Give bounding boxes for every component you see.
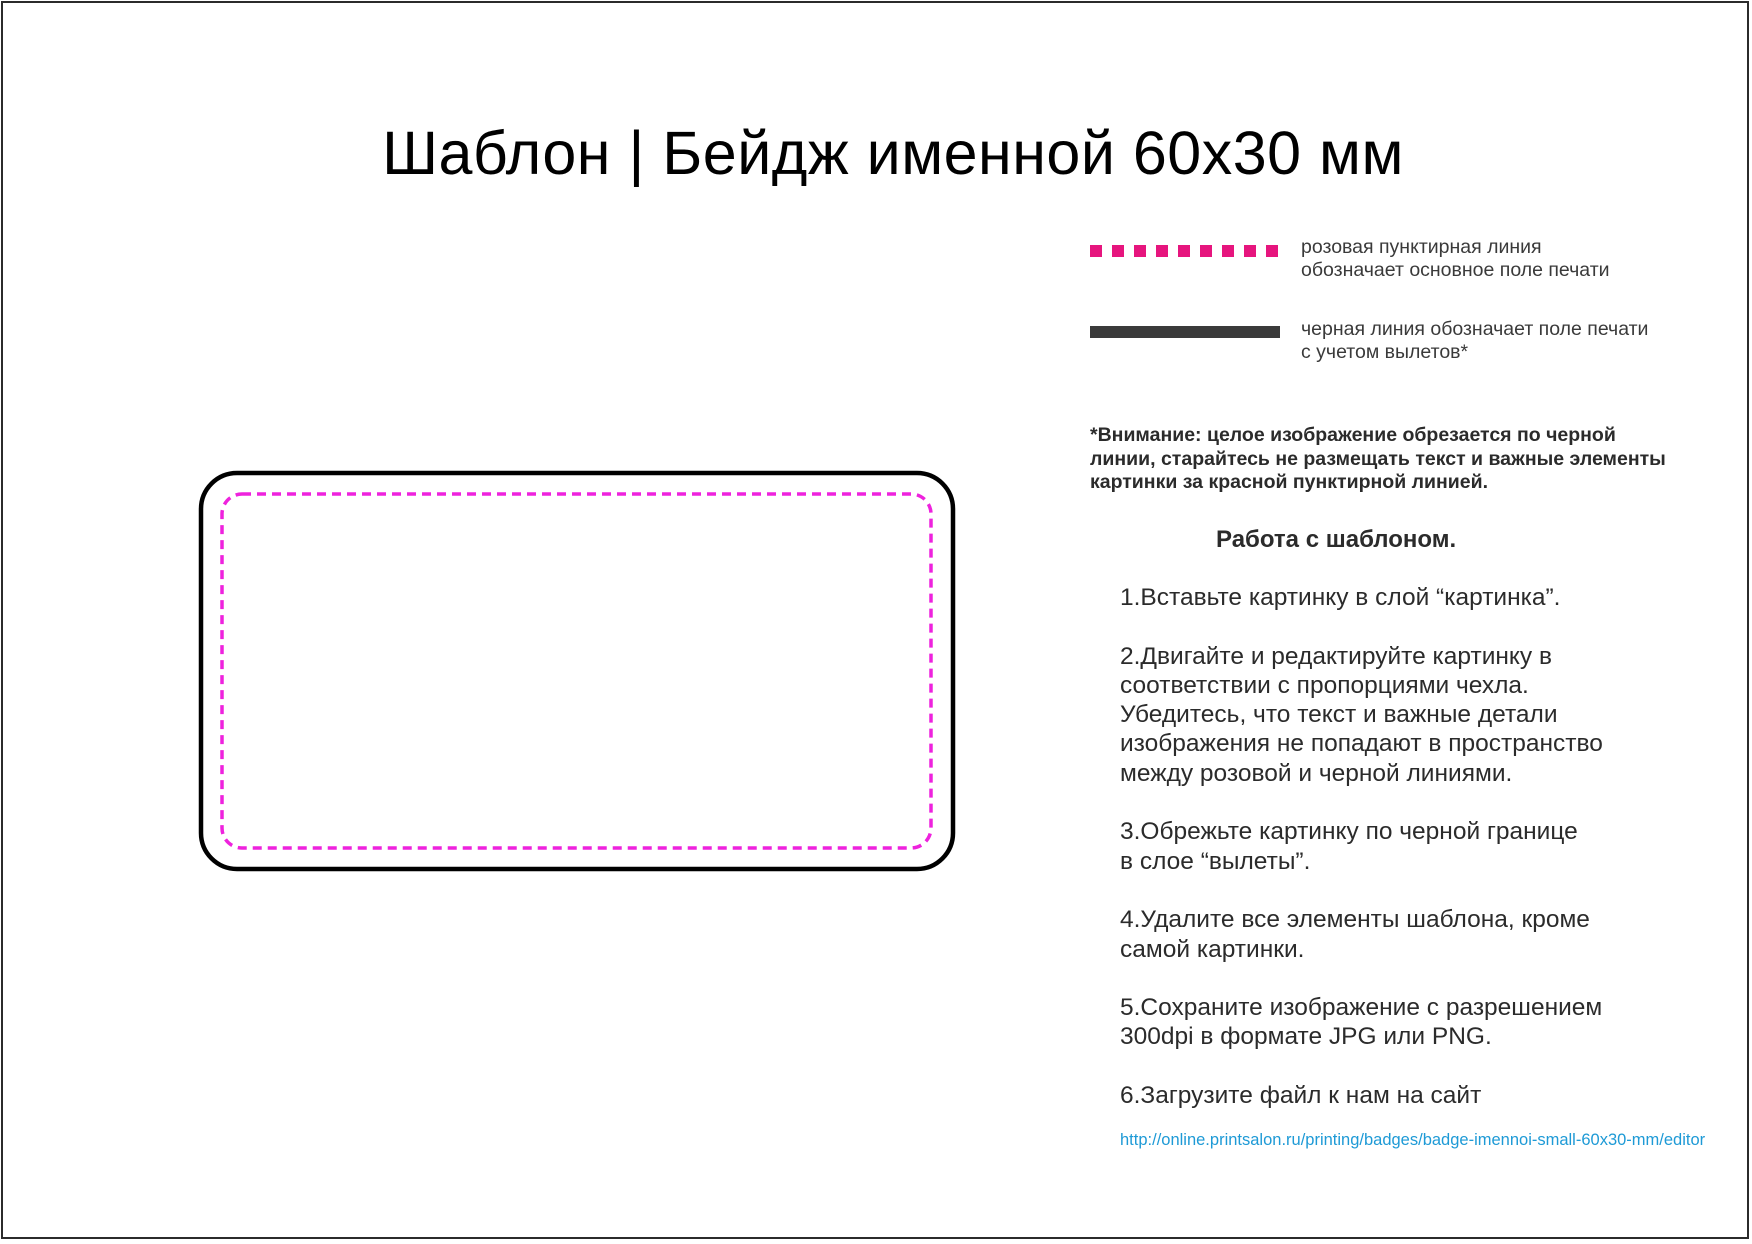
instruction-step: 6.Загрузите файл к нам на сайт — [1120, 1082, 1482, 1110]
instruction-step: 2.Двигайте и редактируйте картинку в соо… — [1120, 642, 1603, 787]
instruction-step: 4.Удалите все элементы шаблона, кроме са… — [1120, 906, 1590, 963]
page-title: Шаблон | Бейдж именной 60х30 мм — [382, 119, 1404, 187]
legend-pink-text: розовая пунктирная линия обозначает осно… — [1301, 236, 1610, 281]
black-line-swatch — [1090, 326, 1280, 338]
pink-dashed-line-swatch — [1090, 245, 1280, 257]
instructions-list: 1.Вставьте картинку в слой “картинка”. 2… — [1120, 583, 1720, 1140]
badge-template — [198, 470, 956, 872]
instruction-step: 1.Вставьте картинку в слой “картинка”. — [1120, 584, 1561, 611]
instruction-step: 3.Обрежьте картинку по черной границе в … — [1120, 818, 1578, 875]
legend-black-text: черная линия обозначает поле печати с уч… — [1301, 318, 1649, 363]
instructions-title: Работа с шаблоном. — [1216, 526, 1457, 553]
editor-link[interactable]: http://online.printsalon.ru/printing/bad… — [1120, 1131, 1706, 1149]
bleed-cut-outline — [198, 470, 956, 872]
instruction-step: 5.Сохраните изображение с разрешением 30… — [1120, 994, 1603, 1051]
attention-note: *Внимание: целое изображение обрезается … — [1090, 424, 1666, 493]
safe-zone-outline — [220, 492, 933, 850]
